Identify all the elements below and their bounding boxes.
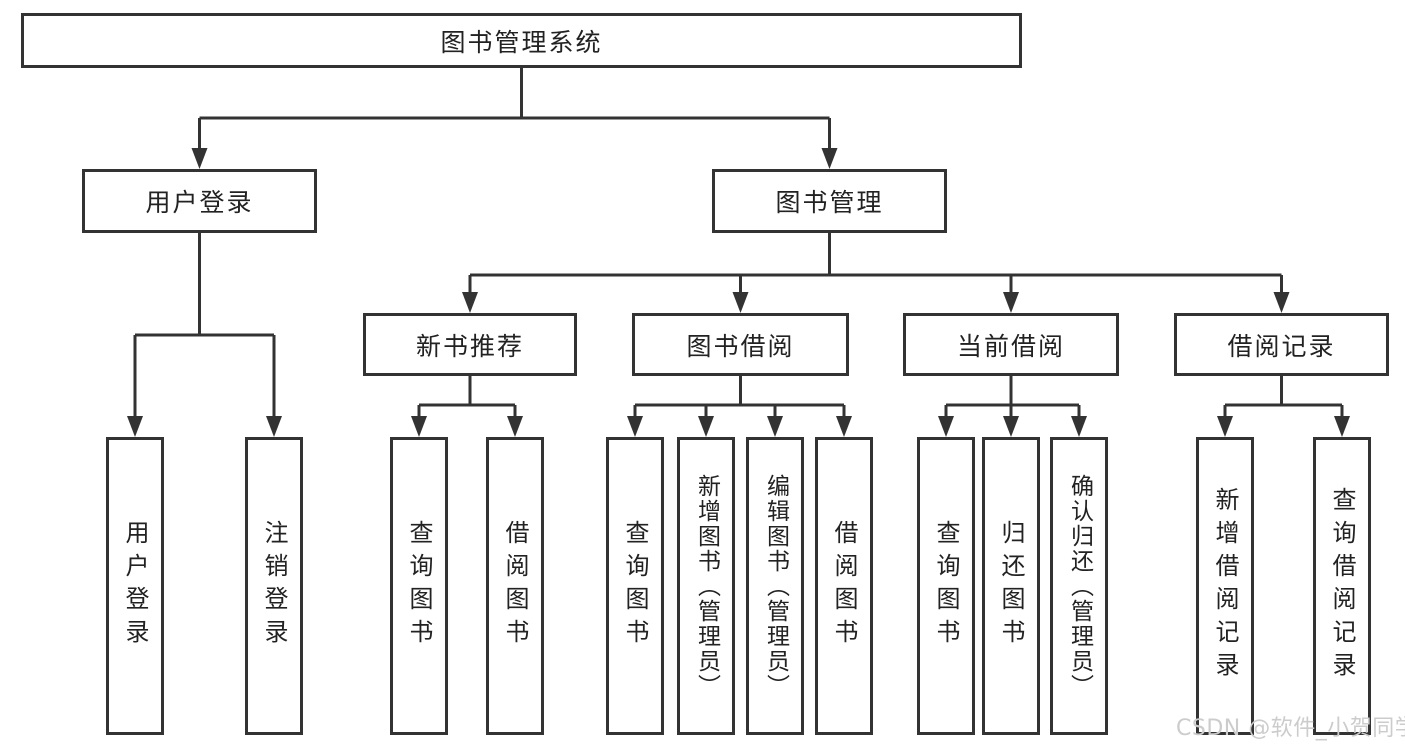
arrowheads <box>127 148 1350 437</box>
node-root: 图书管理系统 <box>21 13 1022 68</box>
leaf-record-add-record: 新增借阅记录 <box>1196 437 1254 735</box>
leaf-newrec-query-books: 查询图书 <box>390 437 448 735</box>
node-root-label: 图书管理系统 <box>440 27 603 57</box>
leaf-borrow-borrow-books: 借阅图书 <box>815 437 873 735</box>
leaf-borrow-borrow-books-label: 借阅图书 <box>830 520 858 652</box>
leaf-newrec-borrow-books: 借阅图书 <box>486 437 544 735</box>
node-borrowing-records: 借阅记录 <box>1174 313 1389 376</box>
leaf-current-confirm-return-admin: 确认归还（管理员） <box>1050 437 1108 735</box>
node-new-book-recommend-label: 新书推荐 <box>415 331 524 361</box>
node-current-borrowing: 当前借阅 <box>903 313 1119 376</box>
node-book-management: 图书管理 <box>712 169 947 233</box>
leaf-record-query-record: 查询借阅记录 <box>1313 437 1371 735</box>
leaf-current-query-books: 查询图书 <box>917 437 975 735</box>
node-new-book-recommend: 新书推荐 <box>363 313 577 376</box>
leaf-borrow-edit-books-admin-label: 编辑图书（管理员） <box>762 473 789 699</box>
leaf-borrow-query-books-label: 查询图书 <box>621 520 649 652</box>
node-borrowing-records-label: 借阅记录 <box>1227 331 1336 361</box>
leaf-current-return-books: 归还图书 <box>982 437 1040 735</box>
node-book-borrowing: 图书借阅 <box>632 313 849 376</box>
leaf-record-query-record-label: 查询借阅记录 <box>1328 487 1356 685</box>
node-user-login-label: 用户登录 <box>145 188 254 217</box>
node-current-borrowing-label: 当前借阅 <box>956 331 1065 361</box>
leaf-user-login: 用户登录 <box>106 437 164 735</box>
node-book-management-label: 图书管理 <box>775 188 884 217</box>
leaf-logout-label: 注销登录 <box>260 520 288 652</box>
connector-paths <box>133 68 1344 418</box>
node-user-login: 用户登录 <box>82 169 317 233</box>
leaf-current-query-books-label: 查询图书 <box>932 520 960 652</box>
leaf-logout: 注销登录 <box>245 437 303 735</box>
leaf-record-add-record-label: 新增借阅记录 <box>1211 487 1239 685</box>
leaf-newrec-borrow-books-label: 借阅图书 <box>501 520 529 652</box>
leaf-current-return-books-label: 归还图书 <box>997 520 1025 652</box>
leaf-borrow-add-books-admin: 新增图书（管理员） <box>677 437 735 735</box>
node-book-borrowing-label: 图书借阅 <box>686 331 795 361</box>
watermark: CSDN @软件_小贺同学 <box>1176 716 1405 741</box>
leaf-user-login-label: 用户登录 <box>121 520 149 652</box>
leaf-borrow-edit-books-admin: 编辑图书（管理员） <box>746 437 804 735</box>
leaf-borrow-query-books: 查询图书 <box>606 437 664 735</box>
leaf-newrec-query-books-label: 查询图书 <box>405 520 433 652</box>
leaf-current-confirm-return-admin-label: 确认归还（管理员） <box>1066 473 1093 699</box>
leaf-borrow-add-books-admin-label: 新增图书（管理员） <box>693 473 720 699</box>
